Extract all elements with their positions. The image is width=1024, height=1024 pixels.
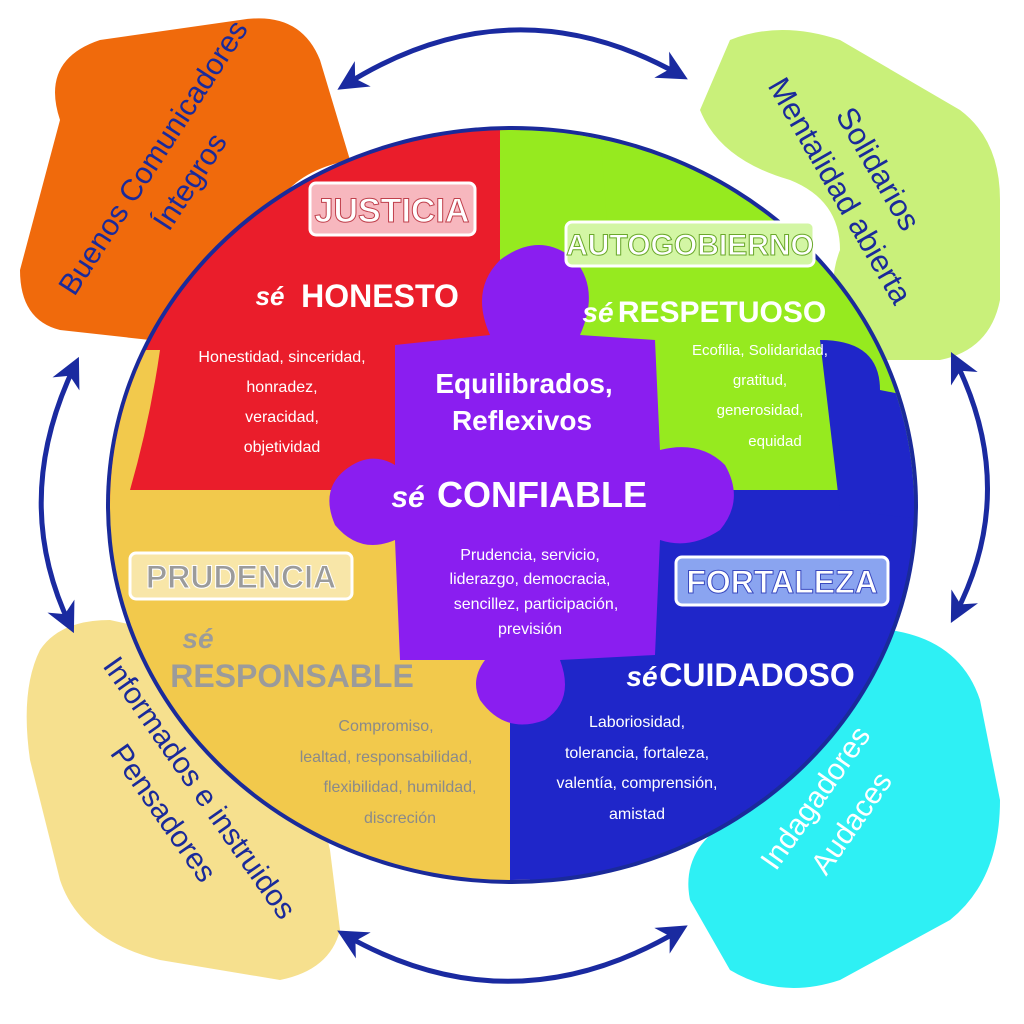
piece-center: Equilibrados, Reflexivos sé CONFIABLE Pr… xyxy=(391,368,647,638)
center-heading-1: Equilibrados, xyxy=(435,368,612,399)
prudencia-trait: RESPONSABLE xyxy=(170,658,414,694)
corner-shape-orange xyxy=(20,18,350,340)
justicia-line-3: veracidad, xyxy=(245,409,319,426)
autogobierno-title: AUTOGOBIERNO xyxy=(566,229,814,262)
piece-fortaleza: FORTALEZA sé CUIDADOSO Laboriosidad, tol… xyxy=(557,555,890,823)
center-line-3: sencillez, participación, xyxy=(454,596,619,613)
center-trait: CONFIABLE xyxy=(437,474,647,515)
prudencia-se: sé xyxy=(182,623,213,654)
center-line-4: previsión xyxy=(498,621,562,638)
piece-prudencia: PRUDENCIA sé RESPONSABLE Compromiso, lea… xyxy=(128,551,477,827)
prudencia-line-1: Compromiso, xyxy=(338,718,433,735)
piece-justicia: JUSTICIA sé HONESTO Honestidad, sincerid… xyxy=(198,181,477,456)
autogobierno-line-3: generosidad, xyxy=(717,402,804,419)
center-piece xyxy=(329,245,734,725)
autogobierno-line-4: equidad xyxy=(748,433,801,450)
cycle-arrows xyxy=(38,27,990,984)
fortaleza-line-3: valentía, comprensión, xyxy=(557,775,718,792)
autogobierno-se: sé xyxy=(582,297,613,328)
center-se: sé xyxy=(391,481,424,514)
prudencia-line-3: flexibilidad, humildad, xyxy=(324,779,477,796)
corner-shape-lime xyxy=(700,30,1000,360)
arrow-top xyxy=(337,27,688,90)
corner-shape-paleyellow xyxy=(26,620,341,980)
fortaleza-se: sé xyxy=(626,661,657,692)
autogobierno-title-box xyxy=(564,220,816,268)
fortaleza-title-box xyxy=(674,555,890,607)
center-heading-2: Reflexivos xyxy=(452,405,592,436)
prudencia-title: PRUDENCIA xyxy=(146,559,336,595)
autogobierno-trait: RESPETUOSO xyxy=(618,296,826,329)
autogobierno-line-1: Ecofilia, Solidaridad, xyxy=(692,342,828,359)
justicia-title-box xyxy=(308,181,477,237)
prudencia-line-4: discreción xyxy=(364,810,436,827)
fortaleza-title: FORTALEZA xyxy=(686,564,877,600)
corner-piece-top-right xyxy=(700,30,1000,360)
fortaleza-line-1: Laboriosidad, xyxy=(589,714,685,731)
justicia-trait: HONESTO xyxy=(301,278,459,314)
corner-piece-bottom-left xyxy=(26,620,341,980)
justicia-title: JUSTICIA xyxy=(315,192,470,230)
center-line-2: liderazgo, democracia, xyxy=(450,571,611,588)
center-line-1: Prudencia, servicio, xyxy=(460,547,600,564)
prudencia-line-2: lealtad, responsabilidad, xyxy=(300,749,473,766)
justicia-se: sé xyxy=(256,281,285,311)
fortaleza-line-2: tolerancia, fortaleza, xyxy=(565,745,709,762)
arrow-bottom xyxy=(337,925,688,984)
prudencia-title-box xyxy=(128,551,354,601)
justicia-line-2: honradez, xyxy=(246,379,317,396)
corner-piece-top-left xyxy=(20,18,350,340)
justicia-line-1: Honestidad, sinceridad, xyxy=(198,349,365,366)
autogobierno-line-2: gratitud, xyxy=(733,372,787,389)
arrow-right xyxy=(950,351,990,623)
justicia-line-4: objetividad xyxy=(244,439,321,456)
fortaleza-tab xyxy=(820,340,914,520)
arrow-left xyxy=(38,356,80,634)
piece-autogobierno: AUTOGOBIERNO sé RESPETUOSO Ecofilia, Sol… xyxy=(564,220,828,450)
fortaleza-trait: CUIDADOSO xyxy=(659,657,855,693)
fortaleza-line-4: amistad xyxy=(609,806,665,823)
